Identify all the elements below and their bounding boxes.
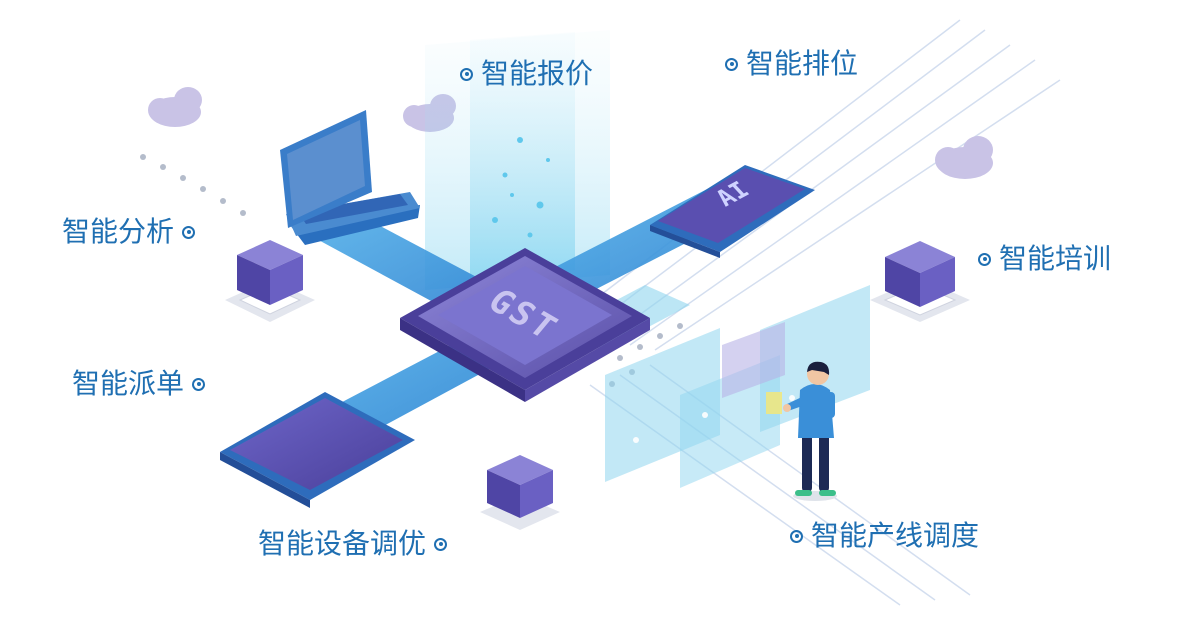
feature-text: 智能培训: [999, 242, 1112, 275]
bullet-icon: [192, 377, 206, 391]
feature-text: 智能产线调度: [811, 519, 980, 552]
feature-text: 智能设备调优: [258, 527, 427, 560]
feature-label-smart-dispatch: 智能派单: [72, 367, 206, 400]
bullet-icon: [434, 537, 448, 551]
feature-text: 智能报价: [481, 57, 594, 90]
feature-label-smart-training: 智能培训: [978, 245, 1111, 273]
feature-text: 智能分析: [62, 215, 175, 248]
cube-icon-right: [870, 241, 970, 322]
feature-label-smart-line-dispatch: 智能产线调度: [790, 522, 979, 550]
phone-icon: [650, 165, 815, 258]
feature-label-smart-equipment-tuning: 智能设备调优: [258, 527, 448, 560]
cube-icon-bottom: [480, 455, 560, 530]
feature-label-smart-analysis: 智能分析: [62, 215, 196, 248]
feature-text: 智能派单: [72, 367, 185, 400]
feature-label-smart-quotation: 智能报价: [460, 60, 593, 88]
person-figure: [783, 361, 837, 501]
light-column: [425, 30, 610, 290]
bullet-icon: [978, 252, 991, 266]
tablet-icon: [220, 392, 415, 508]
feature-label-smart-scheduling: 智能排位: [725, 50, 858, 78]
cloud-icon-left: [148, 87, 202, 127]
bullet-icon: [182, 225, 196, 239]
cube-icon-left: [225, 240, 315, 322]
bullet-icon: [460, 67, 473, 81]
gst-center-chip: [400, 248, 650, 402]
hologram-panels: [605, 285, 870, 488]
bullet-icon: [725, 57, 738, 71]
bullet-icon: [790, 529, 803, 543]
dotted-trail-left: [140, 154, 246, 216]
feature-text: 智能排位: [746, 47, 859, 80]
laptop-icon: [280, 110, 420, 245]
cloud-icon-right: [935, 136, 993, 179]
